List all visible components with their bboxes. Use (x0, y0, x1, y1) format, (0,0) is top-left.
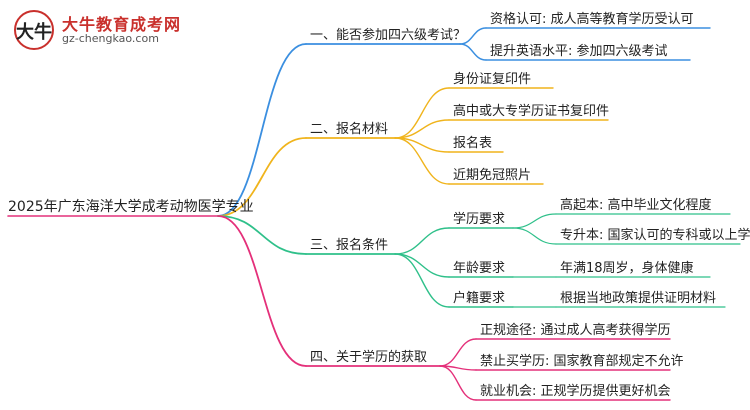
grandchild-node-3-1-2: 专升本: 国家认可的专科或以上学历 (560, 228, 750, 243)
logo-emblem-text: 大牛 (16, 22, 52, 43)
site-logo[interactable]: 大牛 大牛教育成考网 gz-chengkao.com (14, 8, 204, 54)
grandchild-connector (512, 213, 557, 229)
child-node-3-1: 学历要求 (453, 212, 506, 227)
child-connector (394, 87, 450, 139)
root-node: 2025年广东海洋大学成考动物医学专业 (8, 199, 254, 215)
child-connector (394, 119, 450, 139)
branch-connector (217, 43, 307, 217)
branch-node-4: 四、关于学历的获取 (310, 350, 428, 365)
child-connector (459, 43, 487, 61)
branch-connector (217, 137, 307, 217)
branch-connector (217, 215, 307, 367)
child-connector (439, 365, 477, 401)
grandchild-connector (512, 227, 557, 245)
child-connector (459, 27, 487, 45)
grandchild-node-3-2-1: 年满18周岁，身体健康 (560, 261, 694, 276)
child-node-3-2: 年龄要求 (453, 261, 506, 276)
child-connector (394, 137, 450, 185)
child-node-4-2: 禁止买学历: 国家教育部规定不允许 (480, 354, 684, 369)
child-node-2-1: 身份证复印件 (453, 72, 532, 87)
child-node-4-3: 就业机会: 正规学历提供更好机会 (480, 384, 671, 399)
child-node-4-1: 正规途径: 通过成人高考获得学历 (480, 323, 671, 338)
child-connector (439, 338, 477, 367)
grandchild-node-3-3-1: 根据当地政策提供证明材料 (560, 291, 717, 306)
branch-node-1: 一、能否参加四六级考试？ (310, 28, 467, 43)
child-node-2-2: 高中或大专学历证书复印件 (453, 104, 610, 119)
child-node-3-3: 户籍要求 (453, 291, 506, 306)
child-node-2-3: 报名表 (453, 136, 493, 151)
child-connector (394, 253, 450, 308)
logo-url: gz-chengkao.com (62, 32, 159, 45)
branch-connector (217, 215, 307, 255)
child-connector (394, 227, 450, 255)
child-node-2-4: 近期免冠照片 (453, 168, 532, 183)
child-node-1-1: 资格认可: 成人高等教育学历受认可 (490, 12, 694, 27)
logo-title: 大牛教育成考网 (62, 15, 182, 34)
grandchild-node-3-1-1: 高起本: 高中毕业文化程度 (560, 198, 712, 213)
branch-node-3: 三、报名条件 (310, 238, 389, 253)
logo-emblem-icon: 大牛 (14, 10, 54, 50)
child-node-1-2: 提升英语水平: 参加四六级考试 (490, 44, 668, 59)
child-connector (394, 253, 450, 278)
branch-node-2: 二、报名材料 (310, 122, 389, 137)
